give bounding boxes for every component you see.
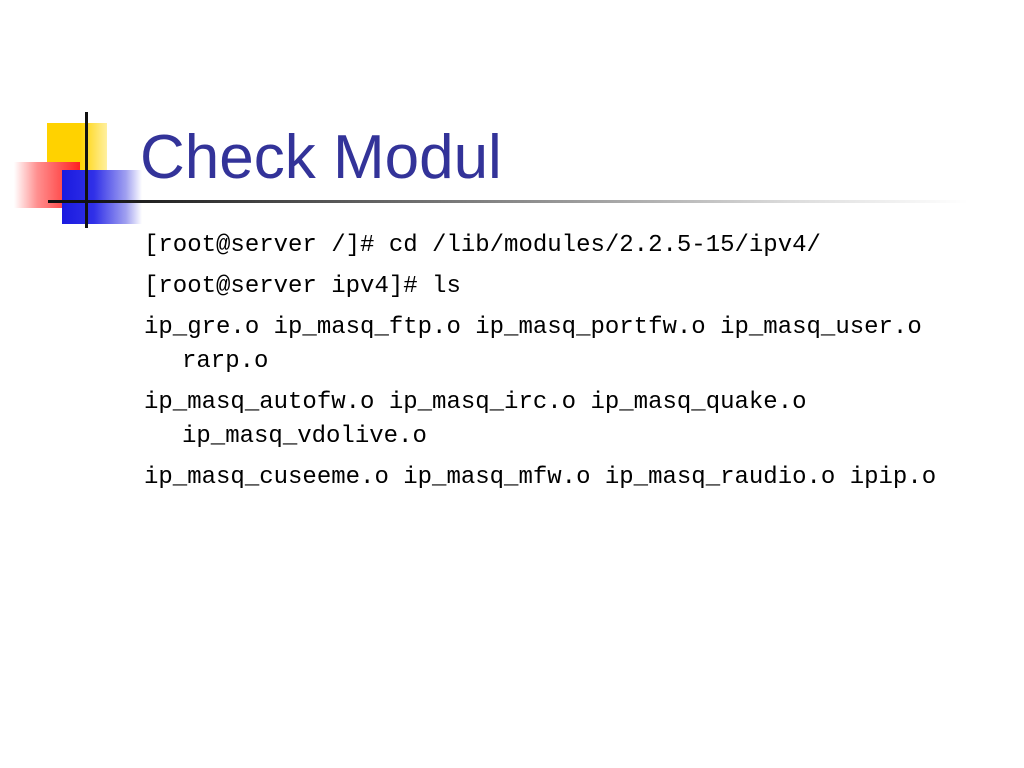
corner-decoration [0, 0, 142, 240]
terminal-line: [root@server ipv4]# ls [144, 273, 461, 300]
terminal-line: [root@server /]# cd /lib/modules/2.2.5-1… [144, 232, 821, 259]
terminal-output-list: [root@server /]# cd /lib/modules/2.2.5-1… [144, 229, 984, 502]
terminal-line: ip_masq_autofw.o ip_masq_irc.o ip_masq_q… [144, 389, 821, 450]
terminal-line: ip_masq_cuseeme.o ip_masq_mfw.o ip_masq_… [144, 464, 937, 491]
blue-bar-decoration [62, 170, 142, 224]
slide-title: Check Modul [140, 123, 502, 192]
vertical-line-decoration [85, 112, 88, 228]
terminal-line: ip_gre.o ip_masq_ftp.o ip_masq_portfw.o … [144, 314, 937, 375]
title-underline-rule [88, 200, 968, 203]
